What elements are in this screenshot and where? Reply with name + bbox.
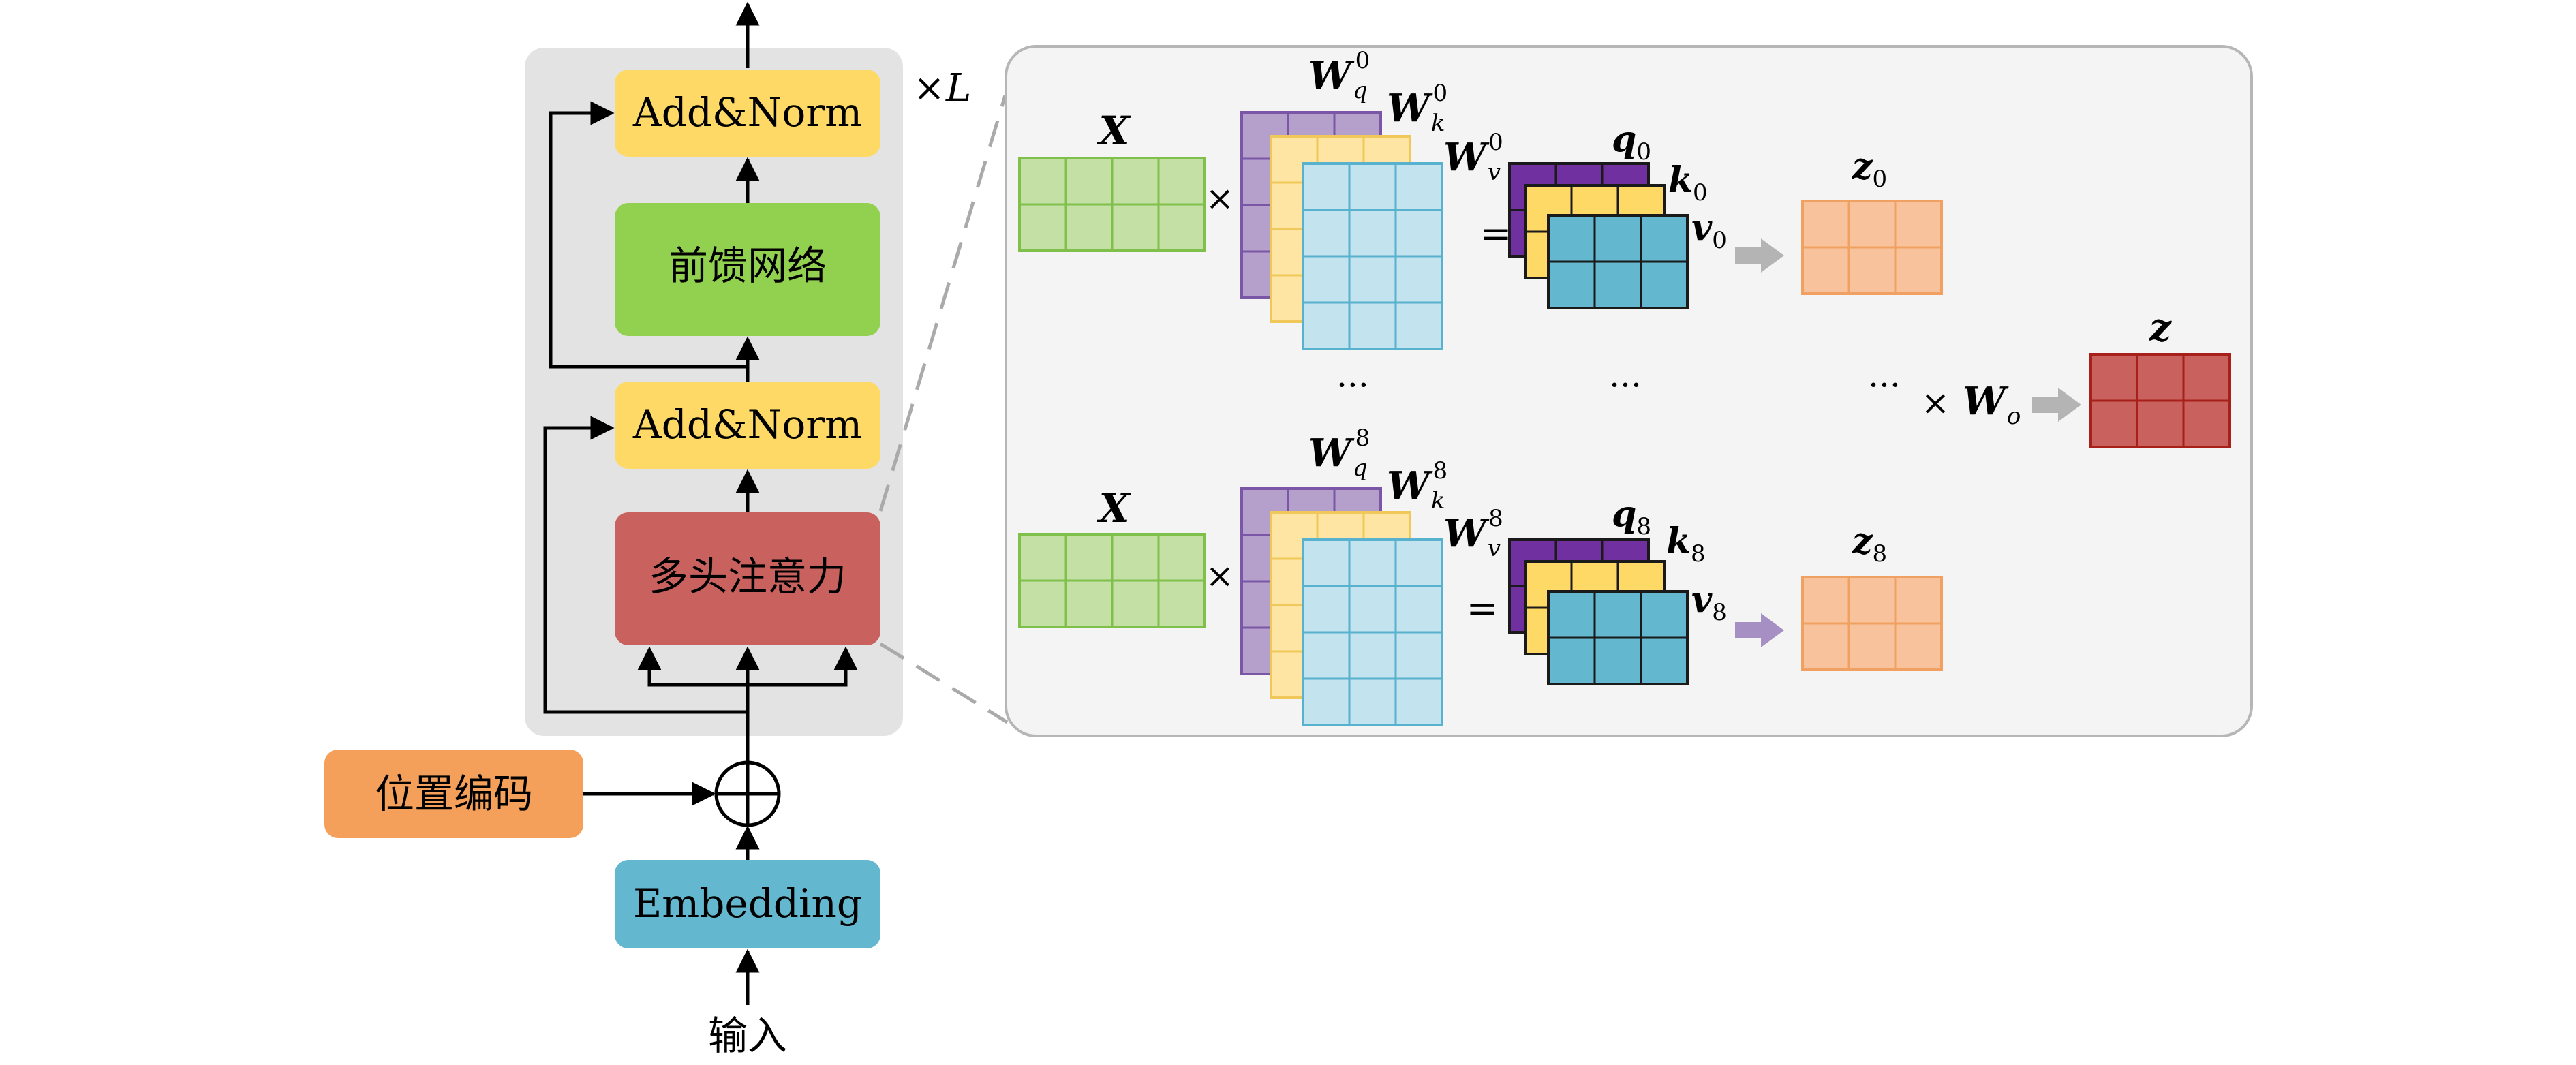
z-matrix-head0	[1801, 200, 1943, 295]
multi-head-attention-block	[615, 512, 880, 645]
arrow-head8-to-z	[1735, 613, 1784, 647]
v-label-head0: v0	[1691, 207, 1727, 254]
times-wo: ×	[1921, 383, 1950, 422]
wv-label-head0: Wv0	[1443, 129, 1503, 186]
ellipsis-z: ···	[1868, 365, 1901, 405]
attention-input-q-arrow	[637, 646, 748, 687]
k-label-head8: k8	[1666, 521, 1706, 568]
arrow-wo-to-z	[2032, 388, 2081, 422]
residual-connection-bottom	[543, 416, 748, 714]
wv-matrix-head0	[1302, 162, 1443, 350]
attention-input-k-arrow	[748, 646, 858, 687]
wv-matrix-head8	[1302, 538, 1443, 726]
input-label: 输入	[708, 1013, 787, 1059]
positional-encoding-label: 位置编码	[375, 771, 533, 817]
positional-encoding-block	[324, 750, 583, 838]
add-norm-top-label: Add&Norm	[632, 89, 862, 136]
v-label-head8: v8	[1691, 579, 1727, 626]
wk-label-head8: Wk8	[1387, 457, 1447, 514]
k-label-head0: k0	[1668, 159, 1708, 206]
zoom-connector-top	[878, 95, 1007, 512]
equals-head8: =	[1467, 587, 1499, 631]
wk-label-head0: Wk0	[1387, 80, 1447, 137]
wq-label-head0: Wq0	[1308, 47, 1370, 104]
repeat-times-label: ×	[913, 66, 945, 110]
circle-plus-icon	[714, 760, 781, 827]
times-head0: ×	[1206, 179, 1234, 218]
equals-head0: =	[1480, 212, 1512, 256]
v-matrix-head0	[1547, 214, 1689, 309]
z-matrix-head8	[1801, 576, 1943, 671]
z-label-head0: z0	[1852, 146, 1887, 193]
times-head8: ×	[1206, 556, 1234, 596]
add-norm-top-block	[615, 70, 880, 157]
ellipsis-w: ···	[1336, 365, 1369, 405]
z-output-matrix	[2089, 353, 2231, 448]
residual-connection-top	[549, 101, 748, 369]
multi-head-attention-label: 多头注意力	[649, 553, 846, 600]
embedding-block	[615, 860, 880, 948]
wq-label-head8: Wq8	[1308, 425, 1370, 482]
x-label-head8: X	[1096, 485, 1131, 531]
q-label-head8: q8	[1612, 493, 1651, 540]
wo-label: Wo	[1963, 379, 2021, 430]
v-matrix-head8	[1547, 590, 1689, 685]
x-matrix-head8	[1018, 533, 1206, 628]
feed-forward-block	[615, 203, 880, 336]
wv-label-head8: Wv8	[1443, 505, 1503, 562]
zoom-connector-bottom	[879, 642, 1009, 724]
add-norm-bottom-block	[615, 382, 880, 469]
ellipsis-qkv: ···	[1609, 365, 1642, 405]
z-output-label: z	[2149, 305, 2172, 350]
z-label-head8: z8	[1852, 521, 1887, 568]
x-matrix-head0	[1018, 157, 1206, 252]
embedding-label: Embedding	[633, 880, 862, 927]
repeat-count-label: L	[945, 66, 971, 110]
feed-forward-label: 前馈网络	[669, 243, 827, 289]
x-label-head0: X	[1096, 108, 1131, 154]
q-label-head0: q0	[1612, 119, 1651, 166]
add-norm-bottom-label: Add&Norm	[632, 401, 862, 448]
arrow-head0-to-z	[1735, 238, 1784, 273]
